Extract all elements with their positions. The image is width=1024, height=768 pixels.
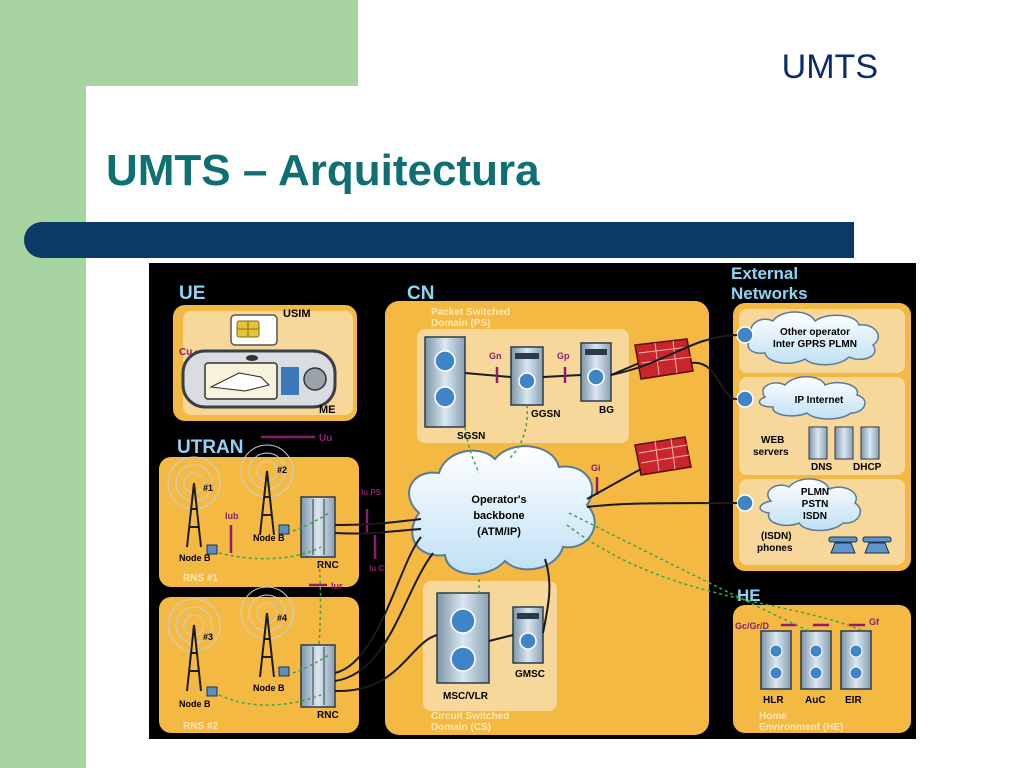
he-heading: HE (737, 586, 761, 605)
web-servers-label-2: servers (753, 447, 789, 458)
gn-label: Gn (489, 351, 502, 361)
gi-label: Gi (591, 463, 601, 473)
rnc-cabinet-icons (300, 496, 336, 708)
me-label: ME (319, 404, 336, 416)
bg-label: BG (599, 405, 614, 416)
bg-server-icon (580, 342, 612, 402)
node-b-1-label: Node B (179, 553, 211, 563)
dns-label: DNS (811, 462, 832, 473)
umts-architecture-diagram: UE USIM Cu ME UTRAN Uu #1 #2 #3 #4 (149, 263, 916, 739)
backbone-label-2: backbone (473, 510, 524, 522)
node-b-1-number: #1 (203, 483, 213, 493)
node-b-2-label: Node B (253, 533, 285, 543)
sgsn-label: SGSN (457, 431, 485, 442)
utran-heading: UTRAN (177, 437, 244, 458)
web-servers-label-1: WEB (761, 435, 784, 446)
hlr-label: HLR (763, 695, 784, 706)
isdn-phones-label-1: (ISDN) (761, 531, 792, 542)
gmsc-server-icon (512, 606, 544, 664)
iur-label: Iur (331, 581, 343, 591)
plmn-label: PLMN (801, 487, 829, 498)
sgsn-server-icon (424, 336, 466, 428)
isdn-phones-label-2: phones (757, 543, 793, 554)
eir-label: EIR (845, 695, 862, 706)
cu-label: Cu (179, 347, 192, 358)
gc-gr-d-label: Gc/Gr/D (735, 621, 770, 631)
msc-vlr-server-icon (436, 592, 490, 684)
mobile-equipment-icon (181, 349, 337, 409)
other-operator-label-1: Other operator (780, 327, 850, 338)
ps-domain-label-2: Domain (PS) (431, 318, 490, 329)
firewall-icons (634, 338, 694, 476)
msc-vlr-label: MSC/VLR (443, 691, 489, 702)
uu-label: Uu (319, 433, 332, 444)
cs-domain-label-2: Domain (CS) (431, 722, 491, 733)
gmsc-label: GMSC (515, 669, 545, 680)
node-b-2-number: #2 (277, 465, 287, 475)
corner-title: UMTS (781, 48, 878, 86)
rns2-label: RNS #2 (183, 721, 218, 732)
usim-label: USIM (283, 308, 311, 320)
pstn-label: PSTN (802, 499, 829, 510)
slide-title: UMTS – Arquitectura (106, 146, 540, 195)
external-networks-heading-1: External (731, 264, 798, 283)
he-server-icons (760, 630, 872, 690)
rns1-label: RNS #1 (183, 573, 218, 584)
external-networks-heading-2: Networks (731, 284, 808, 303)
gp-label: Gp (557, 351, 570, 361)
rnc-2-label: RNC (317, 710, 339, 721)
ip-internet-label: IP Internet (795, 395, 844, 406)
home-env-label-1: Home (759, 711, 787, 722)
external-network-clouds (747, 311, 879, 532)
iub-label: Iub (225, 511, 239, 521)
ps-domain-label-1: Packet Switched (431, 307, 510, 318)
home-env-label-2: Environment (HE) (759, 722, 843, 733)
backbone-label-1: Operator's (471, 494, 526, 506)
ggsn-label: GGSN (531, 409, 560, 420)
signalling-links (218, 404, 864, 706)
node-b-4-number: #4 (277, 613, 287, 623)
iu-cs-label: Iu CS (369, 564, 390, 573)
node-b-unit-icons (206, 524, 290, 697)
green-top-band (0, 0, 358, 86)
operator-backbone-cloud (408, 445, 596, 575)
backbone-links (334, 334, 738, 693)
usim-card-icon (230, 314, 278, 346)
web-server-icons (808, 426, 880, 460)
rnc-1-label: RNC (317, 560, 339, 571)
gf-label: Gf (869, 617, 880, 627)
node-b-4-label: Node B (253, 683, 285, 693)
phone-icons (828, 536, 892, 554)
isdn-label: ISDN (803, 511, 827, 522)
ggsn-server-icon (510, 346, 544, 406)
other-operator-label-2: Inter GPRS PLMN (773, 339, 857, 350)
node-b-tower-icons (186, 470, 275, 692)
green-side-band (0, 0, 86, 768)
backbone-label-3: (ATM/IP) (477, 526, 521, 538)
auc-label: AuC (805, 695, 826, 706)
iu-ps-label: Iu PS (361, 488, 382, 497)
cn-heading: CN (407, 283, 434, 304)
title-divider-bar (24, 222, 854, 258)
cs-domain-label-1: Circuit Switched (431, 711, 509, 722)
node-b-3-number: #3 (203, 632, 213, 642)
ue-heading: UE (179, 283, 205, 304)
dhcp-label: DHCP (853, 462, 882, 473)
node-b-3-label: Node B (179, 699, 211, 709)
